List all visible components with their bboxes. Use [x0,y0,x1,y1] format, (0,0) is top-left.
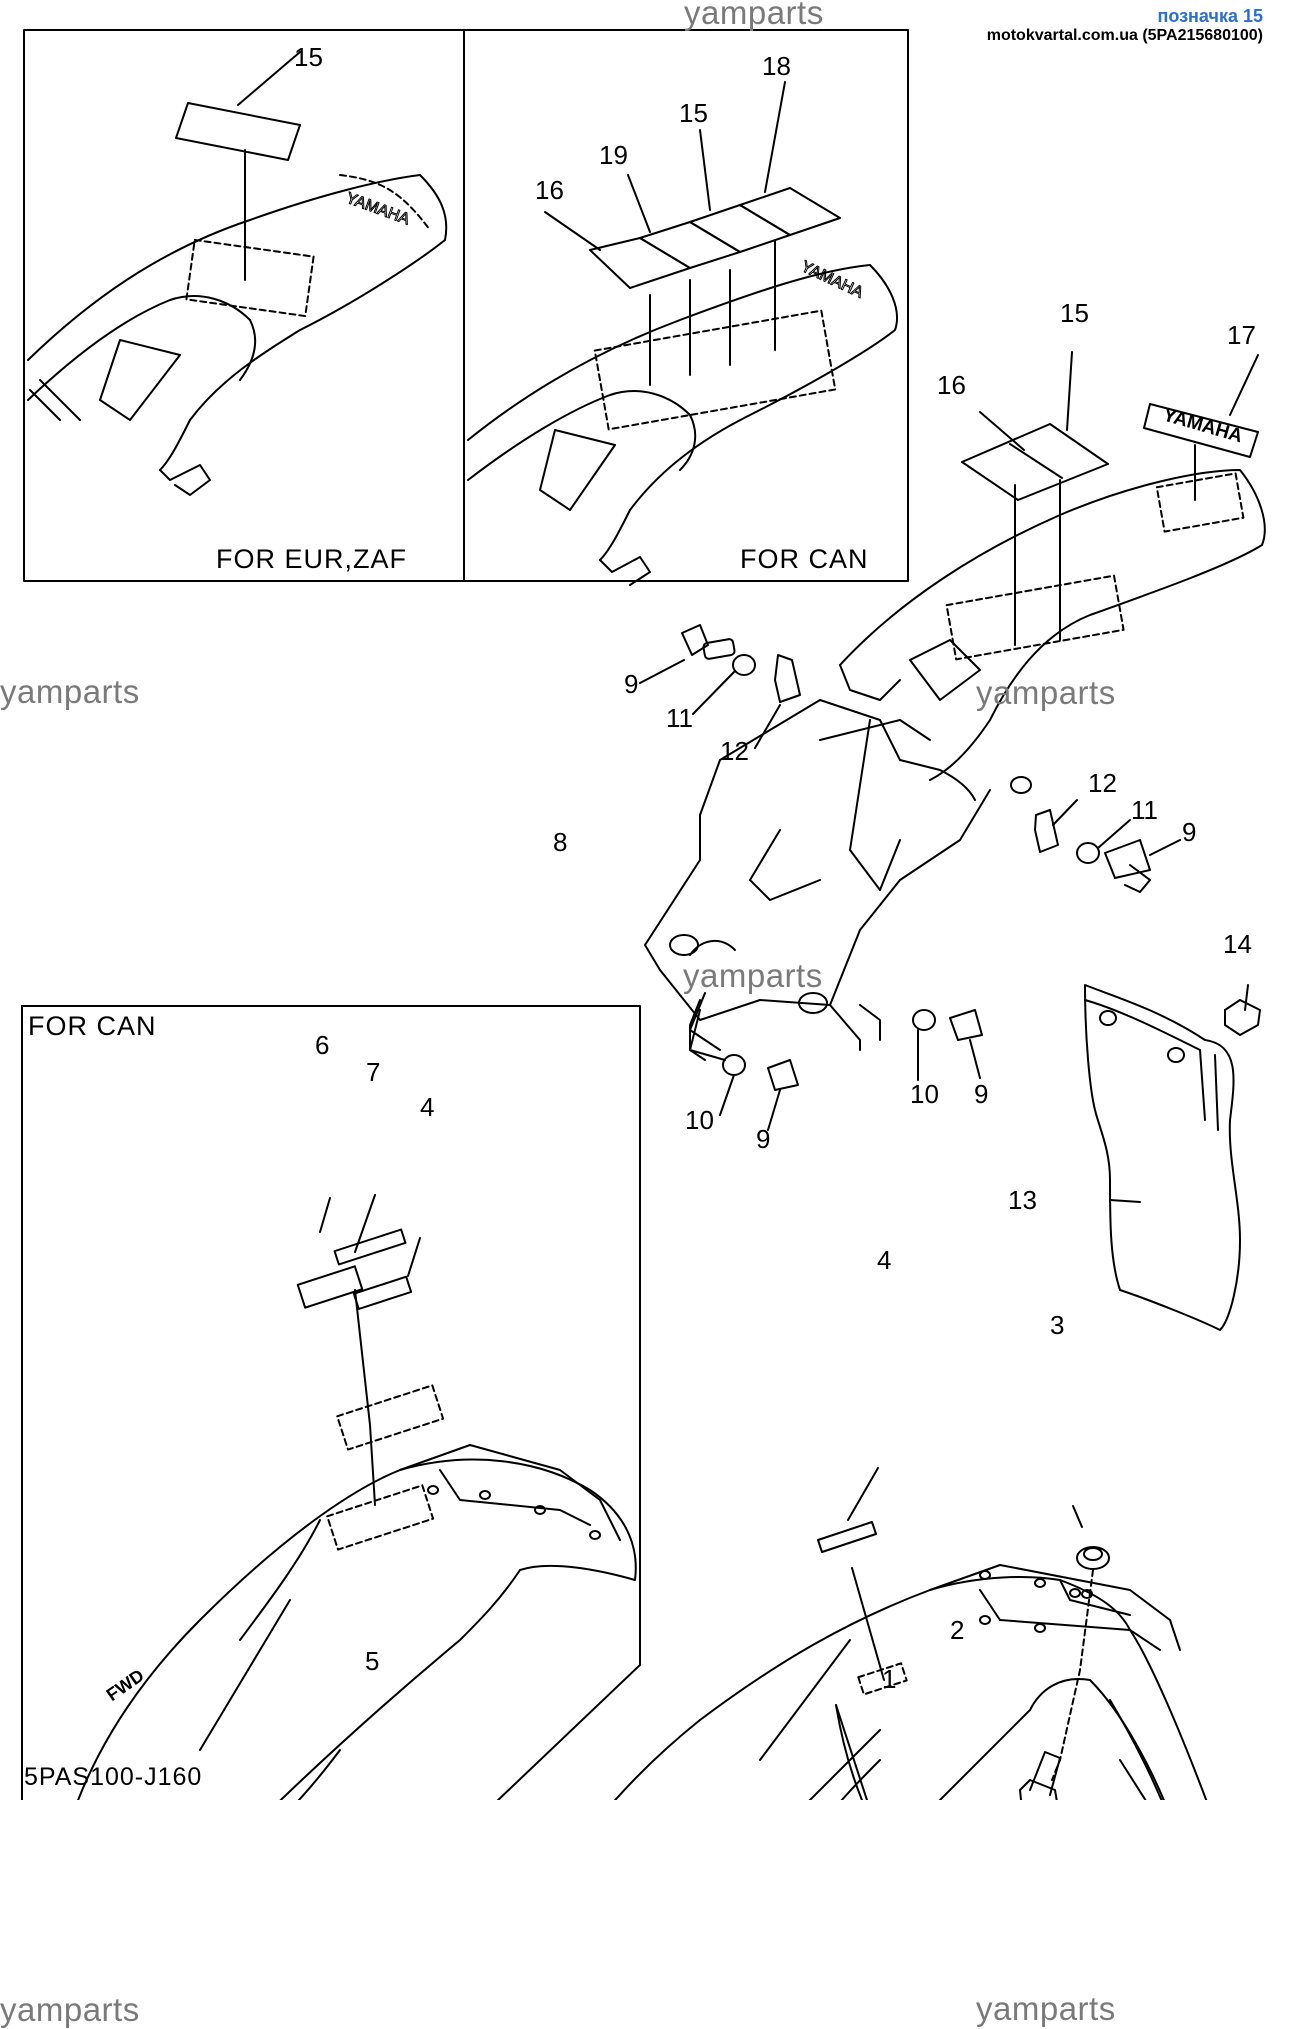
watermark-bottom-right: yamparts [976,1990,1116,2027]
watermark-center: yamparts [683,957,823,994]
panel-can-bottom-fender: YAMAHA [77,1194,637,1800]
callout-low-9b: 9 [974,1079,989,1109]
panel-can-top-label: FOR CAN [740,544,869,574]
callout-can-top-18: 18 [762,51,791,81]
callout-left-9: 9 [624,669,639,699]
callout-8: 8 [553,827,568,857]
svg-text:YAMAHA: YAMAHA [798,258,866,302]
watermark-bottom-left: yamparts [0,1991,140,2028]
lower-bolts [689,999,983,1131]
panel-eur-zaf-fender: YAMAHA [27,51,448,496]
callout-eur-15: 15 [294,42,323,72]
callout-14: 14 [1223,929,1252,959]
callout-low-10a: 10 [685,1105,714,1135]
callout-can-top-19: 19 [599,140,628,170]
diagram-code: 5PAS100-J160 [24,1763,203,1791]
callout-right-9: 9 [1182,817,1197,847]
callout-front-1: 1 [882,1664,897,1694]
rear-fender [644,351,1266,1061]
panel-eur-zaf-label: FOR EUR,ZAF [216,544,407,574]
callout-rear-17: 17 [1227,320,1256,350]
source-tag-title: позначка 15 [1157,6,1263,26]
panel-can-top-frame [463,29,909,582]
left-bolt-assembly [639,624,801,749]
callout-rear-15: 15 [1060,298,1089,328]
panel-can-top-fender: YAMAHA [467,81,898,586]
front-fender [613,1467,1208,1800]
callout-front-5: 5 [365,1646,380,1676]
callout-rear-16: 16 [937,370,966,400]
callout-can-bottom-7: 7 [366,1057,381,1087]
parts-diagram: YAMAHA YAMAHA [21,29,1266,1800]
callout-can-top-16: 16 [535,175,564,205]
callout-right-11: 11 [1131,795,1158,825]
watermark-right: yamparts [976,674,1116,711]
panel-can-bottom-frame [21,1005,641,1800]
panel-can-bottom-label: FOR CAN [28,1011,157,1041]
callout-front-4: 4 [877,1245,892,1275]
callout-can-bottom-6: 6 [315,1030,330,1060]
callout-left-12: 12 [720,736,749,766]
watermark-top: yamparts [684,0,824,31]
callout-13: 13 [1008,1185,1037,1215]
callout-front-2: 2 [950,1615,965,1645]
svg-text:YAMAHA: YAMAHA [344,190,413,229]
right-bolt-assembly [1034,799,1181,893]
source-tag: позначка 15 motokvartal.com.ua (5PA21568… [943,6,1263,45]
callout-low-10b: 10 [910,1079,939,1109]
mudflap-13 [1084,984,1261,1331]
watermark-left: yamparts [0,673,140,710]
callout-front-3: 3 [1050,1310,1065,1340]
callout-can-bottom-4: 4 [420,1092,435,1122]
callout-low-9a: 9 [756,1124,771,1154]
callout-right-12: 12 [1088,768,1117,798]
callout-left-11: 11 [666,703,693,733]
source-tag-subtitle: motokvartal.com.ua (5PA215680100) [986,27,1263,44]
callout-can-top-15: 15 [679,98,708,128]
